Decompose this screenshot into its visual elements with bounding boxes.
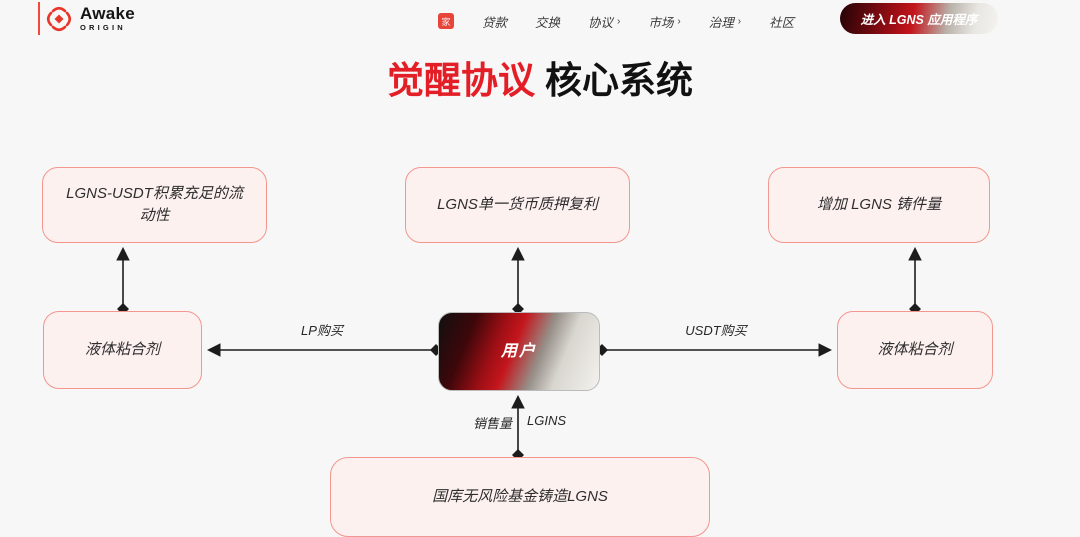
logo-text: Awake ORIGIN (80, 5, 135, 32)
chevron-right-icon: › (677, 15, 681, 27)
edge-label-sales: 销售量 (472, 416, 512, 431)
page-title: 觉醒协议核心系统 (0, 50, 1080, 104)
node-staking: LGNS单一货币质押复利 (405, 167, 630, 243)
site-header: Awake ORIGIN 家 贷款 交换 协议 › 市场 › 治理 › 社区 进… (0, 0, 1080, 42)
nav-item-governance[interactable]: 治理 › (709, 12, 741, 31)
nav-item-community[interactable]: 社区 (769, 12, 794, 31)
main-nav: 家 贷款 交换 协议 › 市场 › 治理 › 社区 (438, 0, 794, 42)
node-treasury: 国库无风险基金铸造LGNS (330, 457, 710, 537)
node-binder-left: 液体粘合剂 (43, 311, 202, 389)
nav-item-label: 市场 (648, 15, 674, 30)
edge-label-lp-buy: LP购买 (301, 323, 343, 338)
nav-item-protocol[interactable]: 协议 › (588, 12, 620, 31)
node-minting: 增加 LGNS 铸件量 (768, 167, 990, 243)
enter-lgns-app-button[interactable]: 进入 LGNS 应用程序 (840, 3, 998, 34)
awake-origin-logo-icon (46, 6, 72, 31)
nav-item-swap[interactable]: 交换 (535, 12, 560, 31)
nav-item-label: 协议 (588, 15, 614, 30)
node-user: 用户 (438, 312, 600, 391)
logo-name: Awake (80, 4, 136, 24)
edge-label-usdt-buy: USDT购买 (685, 323, 747, 338)
logo-accent-line (38, 2, 40, 35)
nav-item-label: 交换 (535, 15, 561, 30)
page-title-highlight: 觉醒协议 (387, 60, 535, 101)
page-title-rest: 核心系统 (545, 60, 693, 101)
nav-item-market[interactable]: 市场 › (648, 12, 680, 31)
edge-label-sales-unit: LGINS (527, 413, 567, 428)
nav-item-label: 治理 (708, 15, 734, 30)
node-binder-right: 液体粘合剂 (837, 311, 993, 389)
logo[interactable]: Awake ORIGIN (38, 2, 135, 35)
chevron-right-icon: › (617, 15, 621, 27)
logo-subtitle: ORIGIN (80, 23, 126, 33)
nav-item-label: 社区 (769, 15, 795, 30)
chevron-right-icon: › (737, 15, 742, 27)
nav-item-loans[interactable]: 贷款 (482, 12, 507, 31)
core-system-diagram: LGNS-USDT积累充足的流动性 LGNS单一货币质押复利 增加 LGNS 铸… (42, 167, 993, 537)
home-icon[interactable]: 家 (438, 13, 454, 29)
diagram-arrows (116, 246, 922, 461)
node-liquidity: LGNS-USDT积累充足的流动性 (42, 167, 267, 243)
nav-item-label: 贷款 (482, 15, 508, 30)
